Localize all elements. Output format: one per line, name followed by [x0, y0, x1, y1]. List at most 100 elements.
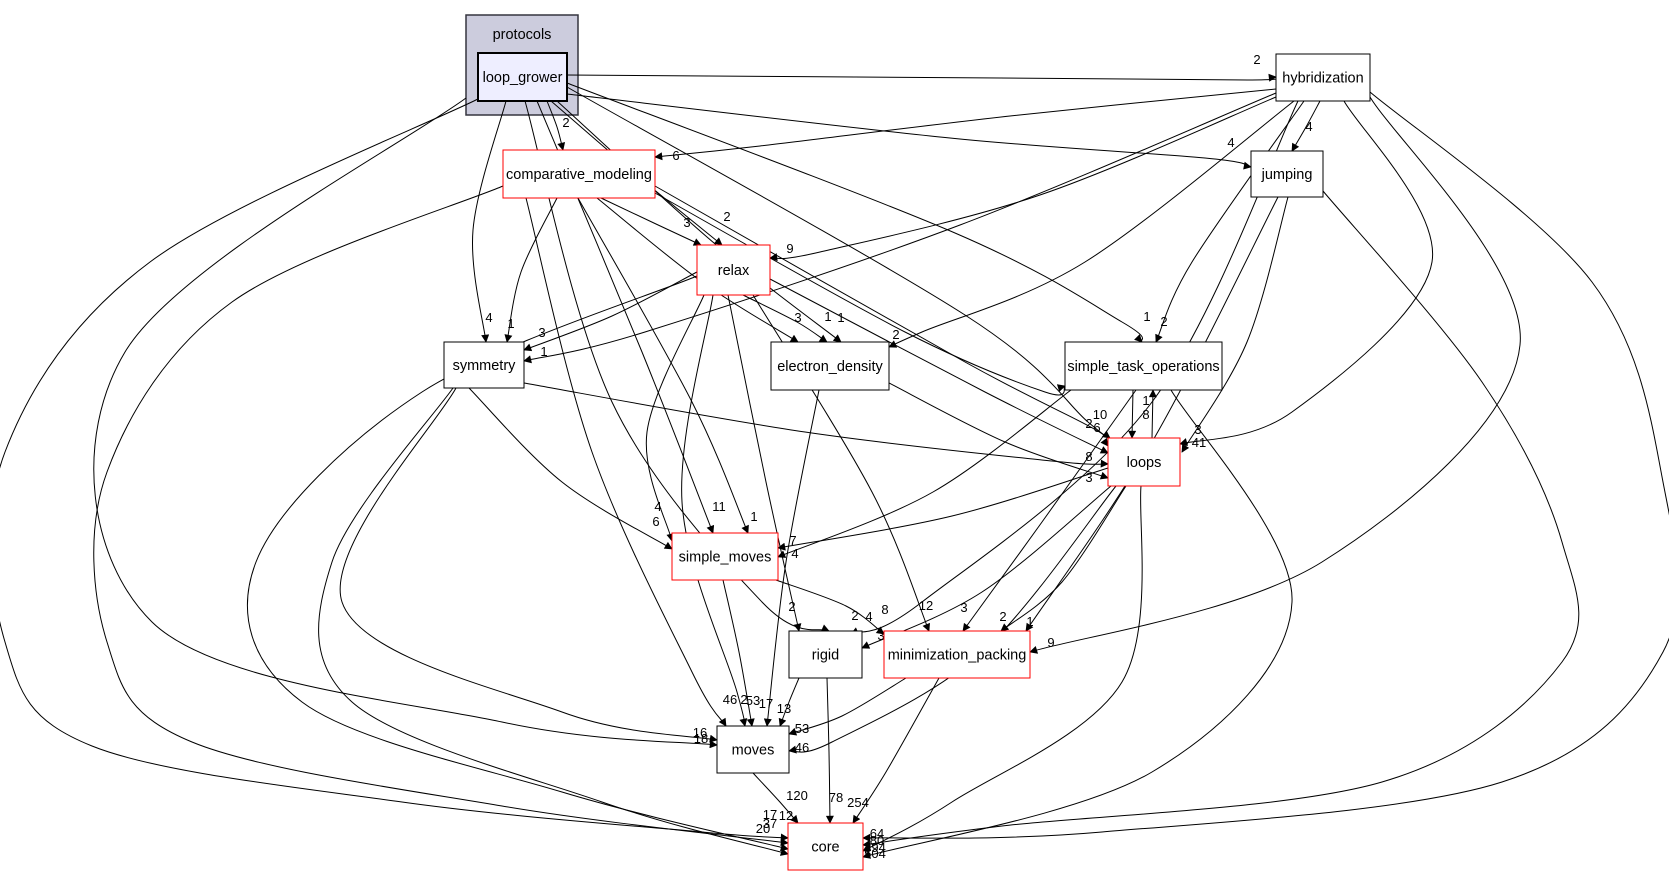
edge-label-loop_grower-to-loops: 10	[1093, 407, 1107, 422]
edge-label-comparative_modeling-to-electron_density: 3	[794, 310, 801, 325]
edge-label-relax-to-electron_density: 1	[824, 309, 831, 324]
edge-label-moves-to-core: 120	[786, 788, 808, 803]
edge-hybridization-to-core	[862, 91, 1669, 842]
node-loops-box[interactable]	[1107, 437, 1181, 487]
edge-loop_grower-to-comparative_modeling	[546, 100, 566, 151]
edge-label-loop_grower-to-electron_density: 1	[837, 310, 844, 325]
edge-loop_grower-to-core	[0, 98, 789, 842]
edge-label-jumping-to-loops: 41	[1192, 435, 1206, 450]
edge-label-loop_grower-to-core: 17	[763, 807, 777, 822]
edge-relax-to-simple_moves	[645, 294, 705, 542]
edge-label-minimization_packing-to-core: 254	[847, 795, 869, 810]
node-rigid[interactable]: rigid	[788, 630, 863, 679]
edge-label-comparative_modeling-to-core: 12	[779, 808, 793, 823]
node-minimization_packing-box[interactable]	[883, 630, 1031, 679]
edge-label-symmetry-to-core: 37	[763, 816, 777, 831]
edge-rigid-to-moves	[778, 677, 800, 727]
node-moves-box[interactable]	[716, 725, 790, 774]
node-loop_grower[interactable]: loop_grower	[477, 52, 568, 102]
edge-label-simple_moves-to-minimization_packing: 8	[881, 602, 888, 617]
edge-label-loops-to-moves: 46	[795, 740, 809, 755]
edge-hybridization-to-electron_density	[888, 100, 1295, 348]
edge-hybridization-to-symmetry	[523, 92, 1277, 364]
edge-simple_moves-to-moves	[722, 579, 755, 727]
node-jumping[interactable]: jumping	[1250, 150, 1324, 198]
node-moves[interactable]: moves	[716, 725, 790, 774]
node-simple_task_operations-box[interactable]	[1064, 341, 1223, 391]
node-symmetry-box[interactable]	[443, 341, 525, 389]
edge-label-simple_task_operations-to-loops: 8	[1142, 407, 1149, 422]
edge-label-loops-to-simple_moves: 7	[789, 533, 796, 548]
edge-label-comparative_modeling-to-loops: 2	[1085, 416, 1092, 431]
edge-label-hybridization-to-rigid: 4	[865, 609, 872, 624]
node-minimization_packing[interactable]: minimization_packing	[883, 630, 1031, 679]
edge-symmetry-to-simple_moves	[468, 387, 673, 550]
edge-label-symmetry-to-moves: 16	[693, 725, 707, 740]
edge-electron_density-to-moves	[763, 389, 820, 727]
node-core[interactable]: core	[787, 822, 864, 871]
node-jumping-box[interactable]	[1250, 150, 1324, 198]
edge-hybridization-to-minimization_packing	[1029, 96, 1521, 654]
edge-symmetry-to-moves	[339, 387, 718, 743]
edge-label-hybridization-to-minimization_packing: 9	[1047, 635, 1054, 650]
node-relax-box[interactable]	[696, 244, 771, 296]
node-comparative_modeling[interactable]: comparative_modeling	[502, 149, 656, 199]
edge-label-rigid-to-core: 78	[829, 790, 843, 805]
edge-comparative_modeling-to-core	[93, 185, 789, 847]
edge-label-jumping-to-minimization_packing: 1	[1026, 614, 1033, 629]
node-rigid-box[interactable]	[788, 630, 863, 679]
edge-label-comparative_modeling-to-simple_moves: 1	[750, 509, 757, 524]
node-rigid-label: rigid	[812, 648, 839, 664]
edge-loop_grower-to-simple_task_operations	[566, 82, 1143, 343]
node-loops[interactable]: loops	[1107, 437, 1181, 487]
node-hybridization-box[interactable]	[1275, 53, 1371, 102]
node-electron_density-box[interactable]	[770, 341, 890, 391]
node-electron_density[interactable]: electron_density	[770, 341, 890, 391]
edge-loop_grower-to-hybridization	[566, 73, 1279, 82]
edge-label-hybridization-to-symmetry: 1	[540, 344, 547, 359]
edge-relax-to-electron_density	[742, 294, 828, 343]
edge-label-simple_task_operations-to-minimization_packing: 3	[960, 600, 967, 615]
node-simple_moves-label: simple_moves	[679, 550, 772, 566]
node-simple_moves[interactable]: simple_moves	[671, 532, 779, 581]
edge-label-loop_grower-to-symmetry: 4	[485, 310, 492, 325]
node-simple_moves-box[interactable]	[671, 532, 779, 581]
edge-moves-to-core	[752, 772, 799, 824]
edge-label-hybridization-to-relax: 9	[786, 241, 793, 256]
node-loops-label: loops	[1127, 455, 1162, 471]
edge-comparative_modeling-to-moves	[525, 197, 727, 727]
edge-hybridization-to-jumping	[1291, 100, 1321, 152]
node-loop_grower-box[interactable]	[477, 52, 568, 102]
node-relax-label: relax	[718, 263, 750, 279]
edge-relax-to-rigid	[727, 294, 802, 632]
node-moves-label: moves	[732, 743, 775, 759]
edge-minimization_packing-to-core	[852, 677, 940, 824]
edge-label-hybridization-to-comparative_modeling: 6	[672, 148, 679, 163]
edge-label-relax-to-core: 20	[756, 821, 770, 836]
edge-label-loop_grower-to-relax: 2	[723, 209, 730, 224]
edge-hybridization-to-simple_task_operations	[1155, 100, 1305, 343]
edge-hybridization-to-comparative_modeling	[654, 88, 1277, 161]
node-simple_task_operations[interactable]: simple_task_operations	[1064, 341, 1223, 391]
node-loop_grower-label: loop_grower	[483, 70, 563, 86]
edge-label-rigid-to-moves: 13	[777, 701, 791, 716]
edge-label-hybridization-to-jumping: 4	[1305, 119, 1312, 134]
node-symmetry[interactable]: symmetry	[443, 341, 525, 389]
edge-simple_task_operations-to-simple_moves	[777, 389, 1072, 558]
node-core-box[interactable]	[787, 822, 864, 871]
node-jumping-label: jumping	[1261, 167, 1313, 183]
edge-relax-to-minimization_packing	[752, 294, 930, 632]
edge-hybridization-to-relax	[769, 96, 1277, 262]
edge-label-hybridization-to-simple_task_operations: 2	[1160, 314, 1167, 329]
edge-loops-to-simple_moves	[777, 467, 1109, 551]
edge-comparative_modeling-to-symmetry	[504, 197, 558, 343]
edge-label-relax-to-rigid: 2	[788, 599, 795, 614]
edge-label-hybridization-to-core: 64	[870, 826, 884, 841]
edge-loops-to-simple_task_operations	[1148, 389, 1157, 439]
node-relax[interactable]: relax	[696, 244, 771, 296]
node-comparative_modeling-box[interactable]	[502, 149, 656, 199]
edge-symmetry-to-core	[318, 387, 789, 856]
node-hybridization[interactable]: hybridization	[1275, 53, 1371, 102]
edge-comparative_modeling-to-loops	[654, 185, 1111, 447]
